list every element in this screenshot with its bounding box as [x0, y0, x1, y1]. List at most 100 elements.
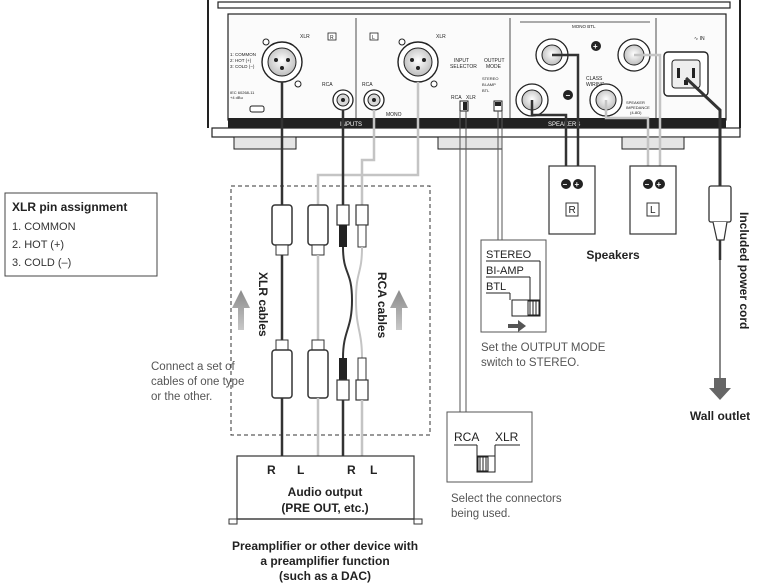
power-cord	[684, 76, 732, 400]
impedance-2: IMPEDANCE	[626, 105, 650, 110]
impedance-1: SPEAKER	[626, 100, 645, 105]
speakers-label: Speakers	[586, 248, 640, 262]
xlr-label-left: XLR	[436, 34, 446, 40]
connect-note-2: cables of one type	[151, 376, 244, 388]
connect-note-1: Connect a set of	[151, 361, 236, 373]
callout-xlr: XLR	[495, 430, 519, 444]
spk-r-plus: +	[575, 180, 580, 189]
input-selector-note-2: being used.	[451, 508, 510, 520]
input-selector-label-1: INPUT	[454, 58, 469, 64]
preamp-caption-2: a preamplifier function	[260, 554, 389, 568]
callout-stereo: STEREO	[486, 249, 532, 261]
connect-note-3: or the other.	[151, 391, 212, 403]
iec-note-1: IEC 60268-11	[230, 90, 255, 95]
pin-list-small-3: 3: COLD (−)	[230, 64, 255, 69]
ac-inlet	[663, 51, 709, 97]
callout-arrow-right-icon	[508, 320, 526, 332]
callout-bi-amp: BI-AMP	[486, 265, 524, 277]
panel-btl: BTL	[482, 88, 490, 93]
out-ch-1: R	[267, 463, 276, 477]
up-arrow-rca	[390, 290, 408, 330]
output-mode-note-2: switch to STEREO.	[481, 357, 579, 369]
output-mode-note-1: Set the OUTPUT MODE	[481, 342, 606, 354]
mono-label: MONO	[386, 112, 402, 118]
down-arrow-icon	[709, 378, 731, 400]
spk-l-plus: +	[657, 180, 662, 189]
speaker-wires	[530, 53, 662, 172]
preamp-caption-3: (such as a DAC)	[279, 569, 371, 583]
xlr-pin-assignment-box: XLR pin assignment 1. COMMON 2. HOT (+) …	[4, 192, 158, 277]
xlr-label-right: XLR	[300, 34, 310, 40]
output-mode-callout: STEREO BI-AMP BTL	[480, 111, 547, 333]
rca-plug-top-left	[355, 204, 369, 248]
input-selector-note-1: Select the connectors	[451, 493, 562, 505]
xlr-cables-label: XLR cables	[256, 272, 270, 337]
speakers-strip-label: SPEAKERS	[548, 122, 580, 128]
xlr-plug-bottom-left	[307, 339, 329, 399]
preamp-caption: Preamplifier or other device with a prea…	[232, 539, 418, 583]
pin-list-small-1: 1: COMMON	[230, 52, 256, 57]
xlr-jack-right	[261, 38, 303, 88]
xlr-pin-3: 3. COLD (–)	[12, 257, 71, 269]
callout-btl: BTL	[486, 281, 506, 293]
power-plug-connector	[708, 185, 732, 223]
rca-cables-label: RCA cables	[375, 272, 389, 339]
cable-region-outline	[230, 185, 431, 436]
input-selector-label-2: SELECTOR	[450, 64, 477, 70]
speaker-right-badge: R	[569, 205, 576, 216]
iec-note-2: +4 dBu	[230, 95, 243, 100]
rca-label-right: RCA	[322, 82, 333, 88]
output-mode-label-1: OUTPUT	[484, 58, 505, 64]
xlr-pin-2: 2. HOT (+)	[12, 239, 64, 251]
callout-rca: RCA	[454, 430, 479, 444]
svg-text:−: −	[566, 91, 571, 100]
rca-plug-bottom-left	[355, 357, 369, 401]
class-label: CLASS	[586, 76, 603, 82]
out-ch-3: R	[347, 463, 356, 477]
amplifier-rear-panel: INPUTS SPEAKERS XLR R 1: COMMON 2: HOT (…	[207, 0, 741, 150]
mono-btl-label: MONO BTL	[572, 24, 596, 29]
audio-output-title: Audio output	[288, 485, 363, 499]
speaker-left: − + L	[629, 165, 677, 235]
rca-jack-left	[363, 89, 385, 111]
audio-output-subtitle: (PRE OUT, etc.)	[281, 501, 368, 515]
rca-jack-right	[332, 89, 354, 111]
wall-outlet-label: Wall outlet	[690, 409, 750, 423]
up-arrow-xlr	[232, 290, 250, 330]
out-ch-4: L	[370, 463, 377, 477]
speaker-right: − + R	[548, 165, 596, 235]
l-badge: L	[372, 35, 375, 41]
preamp-caption-1: Preamplifier or other device with	[232, 539, 418, 553]
power-cord-label: Included power cord	[737, 212, 751, 329]
power-in-label: ∿ IN	[694, 36, 705, 42]
rca-plug-top-right	[336, 204, 350, 247]
spk-r-minus: −	[563, 180, 568, 189]
wiring-label: WIRING	[586, 82, 605, 88]
output-mode-label-2: MODE	[486, 64, 502, 70]
rca-plug-bottom-right	[336, 358, 350, 401]
panel-xlr-label: XLR	[466, 95, 476, 101]
xlr-plug-top-left	[307, 204, 329, 256]
xlr-plug-bottom-right	[271, 339, 293, 399]
xlr-pin-1: 1. COMMON	[12, 221, 76, 233]
panel-rca-label: RCA	[451, 95, 462, 101]
cable-group: XLR cables RCA cables	[230, 82, 431, 478]
xlr-pin-title: XLR pin assignment	[12, 200, 127, 214]
speaker-left-badge: L	[650, 205, 656, 216]
inputs-strip-label: INPUTS	[340, 122, 362, 128]
panel-bi-amp: BI-AMP	[482, 82, 496, 87]
panel-stereo: STEREO	[482, 76, 498, 81]
audio-output-device: R L R L Audio output (PRE OUT, etc.)	[228, 455, 423, 525]
impedance-3: (4-8Ω)	[630, 110, 642, 115]
svg-text:+: +	[593, 42, 598, 51]
xlr-plug-top-right	[271, 204, 293, 256]
input-selector-callout: RCA XLR	[446, 111, 533, 483]
rca-label-left: RCA	[362, 82, 373, 88]
out-ch-2: L	[297, 463, 304, 477]
pin-list-small-2: 2: HOT (+)	[230, 58, 252, 63]
xlr-jack-left	[397, 38, 439, 88]
r-badge: R	[330, 35, 334, 41]
spk-l-minus: −	[645, 180, 650, 189]
connect-note: Connect a set of cables of one type or t…	[151, 361, 244, 403]
